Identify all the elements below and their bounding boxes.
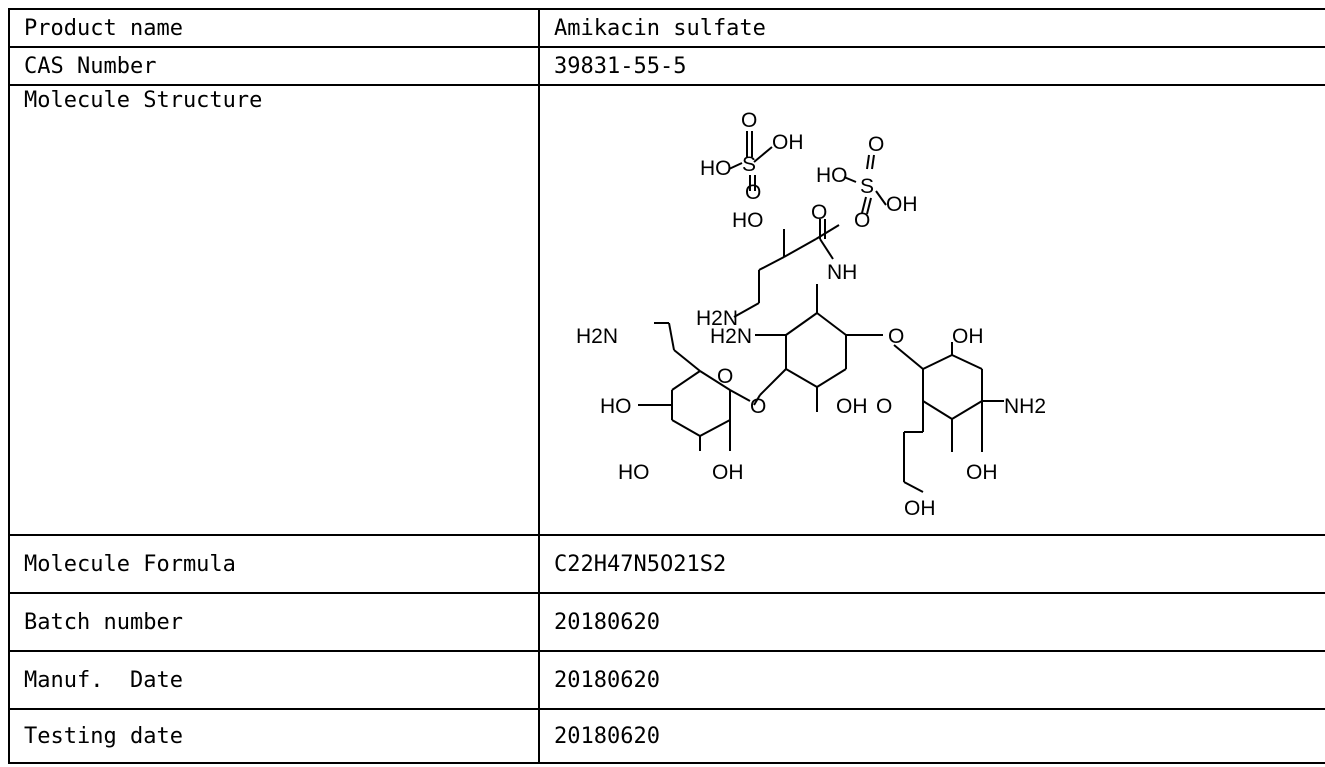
atom-h2n: H2N (696, 307, 738, 330)
row-molecule-formula: Molecule Formula C22H47N5O21S2 (8, 534, 1325, 594)
atom-s: S (860, 175, 874, 198)
label-testing-date: Testing date (8, 708, 540, 764)
row-manuf-date: Manuf. Date 20180620 (8, 650, 1325, 710)
atom-o: O (868, 133, 884, 156)
value-cas-number: 39831-55-5 (538, 46, 1325, 86)
atom-ho: HO (816, 164, 848, 187)
label-batch-number: Batch number (8, 592, 540, 652)
atom-oh: OH (886, 193, 918, 216)
atom-oh: OH (966, 461, 998, 484)
atom-nh: NH (827, 261, 857, 284)
label-molecule-structure: Molecule Structure (8, 84, 540, 536)
value-testing-date: 20180620 (538, 708, 1325, 764)
atom-ho: HO (618, 461, 650, 484)
value-manuf-date: 20180620 (538, 650, 1325, 710)
molecule-structure-cell: O OH HO S O HO O S O OH HO O NH H2N H2N … (538, 84, 1325, 536)
row-product-name: Product name Amikacin sulfate (8, 8, 1325, 48)
atom-s: S (742, 153, 756, 176)
atom-nh2: NH2 (1004, 395, 1046, 418)
atom-ho: HO (600, 395, 632, 418)
atom-o: O (741, 109, 757, 132)
label-cas-number: CAS Number (8, 46, 540, 86)
atom-o: O (745, 181, 761, 204)
atom-oh: OH (712, 461, 744, 484)
label-manuf-date: Manuf. Date (8, 650, 540, 710)
label-product-name: Product name (8, 8, 540, 48)
label-molecule-formula: Molecule Formula (8, 534, 540, 594)
row-molecule-structure: Molecule Structure (8, 84, 1325, 536)
atom-h2n: H2N (710, 325, 752, 348)
atom-ho: HO (732, 209, 764, 232)
atom-o: O (811, 201, 827, 224)
atom-oh: OH (904, 497, 936, 520)
atom-o: O (854, 209, 870, 232)
atom-o: O (876, 395, 892, 418)
value-product-name: Amikacin sulfate (538, 8, 1325, 48)
row-batch-number: Batch number 20180620 (8, 592, 1325, 652)
atom-h2n: H2N (576, 325, 618, 348)
atom-oh: OH (836, 395, 868, 418)
row-testing-date: Testing date 20180620 (8, 708, 1325, 764)
atom-o: O (717, 365, 733, 388)
row-cas-number: CAS Number 39831-55-5 (8, 46, 1325, 86)
molecule-structure-image: O OH HO S O HO O S O OH HO O NH H2N H2N … (576, 109, 1046, 520)
atom-o: O (750, 395, 766, 418)
atom-oh: OH (772, 131, 804, 154)
atom-ho: HO (700, 157, 732, 180)
atom-oh: OH (952, 325, 984, 348)
product-spec-table: Product name Amikacin sulfate CAS Number… (8, 8, 1325, 764)
value-molecule-formula: C22H47N5O21S2 (538, 534, 1325, 594)
atom-o: O (888, 325, 904, 348)
value-batch-number: 20180620 (538, 592, 1325, 652)
